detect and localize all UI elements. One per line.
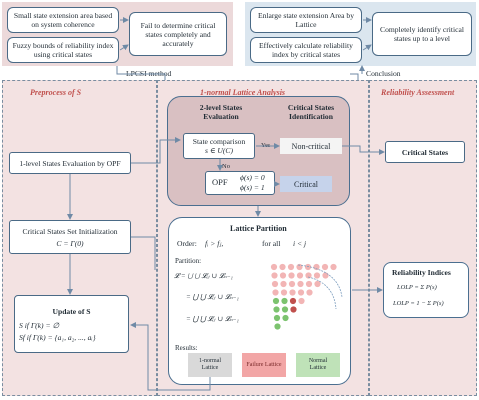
lattice-dot xyxy=(272,297,280,305)
lattice-dot xyxy=(281,306,289,313)
critical-init-formula: C = Γ(0) xyxy=(56,238,84,248)
state-comparison-formula: s ∈ U(C) xyxy=(205,146,233,155)
preprocess-title: Preprocess of S xyxy=(30,88,82,97)
lattice-dot xyxy=(280,280,287,288)
crit-ident-title-2: Identification xyxy=(289,112,333,121)
lattice-dot xyxy=(274,323,281,330)
order-label: Order: xyxy=(177,239,197,248)
crit-ident-title-1: Critical States xyxy=(287,103,335,112)
lattice-dot xyxy=(313,263,320,271)
result-failure: Failure Lattice xyxy=(242,353,286,377)
lattice-dot xyxy=(289,289,296,296)
lattice-dot xyxy=(313,272,321,279)
two-level-title-1: 2-level States xyxy=(199,103,243,112)
lattice-dot xyxy=(305,272,312,279)
lolp-formula-1: LOLP = Σ P(s) xyxy=(397,284,437,291)
lattice-dot xyxy=(288,272,295,279)
critical-box: Critical xyxy=(280,176,332,192)
lattice-dot xyxy=(272,289,279,296)
lattice-dot xyxy=(281,297,288,305)
opf-label: OPF xyxy=(212,177,228,187)
reliability-indices-box xyxy=(383,262,469,318)
lattice-dot xyxy=(304,263,312,271)
conclusion-card-3: Completely identify critical states up t… xyxy=(372,12,472,56)
state-comparison-box: State comparison s ∈ U(C) xyxy=(183,133,255,159)
update-title: Update of S xyxy=(52,306,91,316)
lolp-formula-2: LOLP = 1 − Σ P(s) xyxy=(393,300,444,307)
partition-eq-2: = ⋃ ⋃ 𝓛ᵢⱼ ∪ 𝓛ₙ₋₁ xyxy=(186,293,239,301)
problem-card-2: Fuzzy bounds of reliability index using … xyxy=(7,37,119,63)
lattice-dot-svg xyxy=(270,263,343,330)
result-normal: Normal Lattice xyxy=(296,353,340,377)
lattice-dot xyxy=(279,272,287,279)
lattice-dot xyxy=(330,263,337,271)
lattice-dot xyxy=(298,297,305,305)
indices-title: Reliability Indices xyxy=(392,268,451,277)
lattice-dot xyxy=(273,314,281,322)
update-line-1: S if Γ(k) = ∅ xyxy=(19,320,60,330)
partition-eq-1: 𝓛 = ⋃ ⋃ 𝓛ᵢⱼ ∪ 𝓛ₙ₋₁ xyxy=(174,272,233,280)
conclusion-card-1: Enlarge state extension Area by Lattice xyxy=(250,7,362,33)
problem-card-1: Small state extension area based on syst… xyxy=(7,7,119,33)
lattice-dot xyxy=(297,280,304,288)
critical-init-title: Critical States Set Initialization xyxy=(22,226,118,236)
reliability-title: Reliability Assessment xyxy=(381,88,455,97)
lattice-dot xyxy=(306,289,313,296)
lattice-analysis-title: 1-normal Lattice Analysis xyxy=(200,88,286,97)
result-one-normal: 1-normal Lattice xyxy=(188,353,232,377)
order-formula: fᵢ > fⱼ, xyxy=(205,239,224,248)
update-line-2: Sf if Γ(k) = {a₁, a₂, ..., aᵢ} xyxy=(19,332,96,342)
noncritical-box: Non-critical xyxy=(280,138,342,154)
for-all-label: for all xyxy=(262,239,281,248)
state-comparison-label: State comparison xyxy=(192,137,246,146)
order-condition: i < j xyxy=(293,239,307,248)
crit-ident-title: Critical States Identification xyxy=(276,103,346,121)
one-level-eval-box: 1-level States Evaluation by OPF xyxy=(9,152,131,174)
lattice-dot xyxy=(273,306,280,313)
partition-label: Partition: xyxy=(175,257,202,265)
lattice-dot xyxy=(288,280,296,288)
lattice-dot xyxy=(297,289,305,296)
opf-box xyxy=(205,171,275,195)
lattice-dot xyxy=(314,280,321,288)
lattice-dot xyxy=(280,289,288,296)
lattice-dot xyxy=(289,297,297,305)
lattice-dot xyxy=(296,272,304,279)
update-s-box: Update of S S if Γ(k) = ∅ Sf if Γ(k) = {… xyxy=(14,295,129,353)
lattice-dot xyxy=(282,314,289,322)
critical-init-box: Critical States Set Initialization C = Γ… xyxy=(9,220,131,254)
reliability-section xyxy=(369,80,477,396)
lattice-dot xyxy=(271,272,278,279)
lattice-dot xyxy=(270,263,278,271)
partition-eq-3: = ⋃ ⋃ 𝓛ᵢⱼ ∪ 𝓛ₙ₋₁ xyxy=(186,315,239,323)
lattice-dot xyxy=(296,263,303,271)
problem-card-3: Fail to determine critical states comple… xyxy=(129,12,227,56)
lattice-dot xyxy=(271,280,279,288)
phi-zero: ϕ(s) = 0 xyxy=(240,173,265,182)
lattice-dot-diagram xyxy=(268,263,348,335)
lattice-dot xyxy=(305,280,313,288)
lattice-dot xyxy=(290,306,297,313)
conclusion-card-2: Effectively calculate reliability index … xyxy=(250,37,362,63)
lattice-dot xyxy=(279,263,286,271)
no-label: No xyxy=(222,163,230,170)
lattice-dot xyxy=(321,263,329,271)
lattice-dot xyxy=(287,263,295,271)
lattice-title: Lattice Partition xyxy=(230,224,287,233)
two-level-title-2: Evaluation xyxy=(203,112,239,121)
two-level-title: 2-level States Evaluation xyxy=(192,103,250,121)
results-label: Results: xyxy=(175,344,198,352)
phi-one: ϕ(s) = 1 xyxy=(240,183,265,192)
conclusion-label: Conclusion xyxy=(366,69,401,78)
critical-states-box: Critical States xyxy=(385,141,465,163)
